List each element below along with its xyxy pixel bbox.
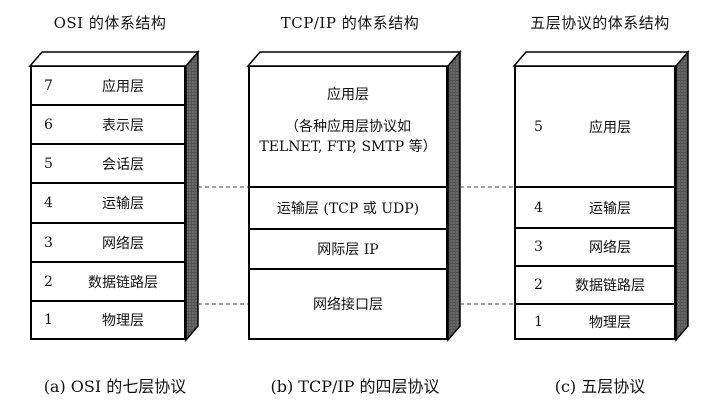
layer-number: 7: [44, 77, 53, 94]
five-layer-3: 3 网络层: [514, 228, 676, 266]
five-layer-title: 五层协议的体系结构: [530, 14, 670, 32]
layer-number: 3: [534, 239, 543, 255]
tcpip-layer-internet: 网际层 IP: [248, 229, 448, 269]
osi-layer-7: 7 应用层: [30, 66, 186, 105]
tcpip-stack: 应用层 （各种应用层协议如 TELNET, FTP, SMTP 等） 运输层 (…: [248, 66, 448, 340]
tcpip-side-face: [447, 49, 461, 343]
five-layer-1: 1 物理层: [514, 304, 676, 340]
layer-name: 物理层: [102, 313, 144, 329]
layer-name: 表示层: [102, 117, 144, 134]
tcpip-top-face: [246, 51, 462, 67]
five-layer-5: 5 应用层: [514, 66, 676, 187]
layer-name: 应用层: [102, 78, 144, 95]
five-top-face: [512, 51, 690, 67]
layer-number: 4: [534, 199, 543, 216]
osi-layer-4: 4 运输层: [30, 183, 186, 223]
layer-note-line1: （各种应用层协议如: [285, 119, 411, 135]
osi-layer-2: 2 数据链路层: [30, 262, 186, 301]
layer-number: 2: [534, 277, 543, 293]
tcpip-caption: (b) TCP/IP 的四层协议: [270, 377, 440, 396]
five-layer-2: 2 数据链路层: [514, 266, 676, 304]
five-layer-stack: 5 应用层 4 运输层 3 网络层 2 数据链路层 1 物理层: [514, 66, 676, 340]
osi-layer-6: 6 表示层: [30, 105, 186, 144]
layer-name: 物理层: [589, 314, 631, 331]
tcpip-title: TCP/IP 的体系结构: [280, 14, 420, 32]
layer-number: 1: [44, 312, 53, 328]
osi-layer-1: 1 物理层: [30, 301, 186, 340]
layer-number: 4: [44, 195, 53, 211]
osi-layer-5: 5 会话层: [30, 144, 186, 183]
osi-top-face: [28, 51, 200, 67]
layer-number: 3: [44, 234, 53, 251]
layer-name: 应用层: [327, 87, 369, 103]
layer-name: 数据链路层: [88, 274, 158, 291]
layer-name: 网络接口层: [313, 297, 383, 313]
layer-name: 会话层: [102, 156, 144, 173]
osi-title: OSI 的体系结构: [53, 14, 167, 32]
layer-name: 应用层: [589, 119, 631, 136]
layer-name: 运输层: [102, 196, 144, 212]
layer-number: 2: [44, 273, 53, 290]
osi-caption: (a) OSI 的七层协议: [43, 377, 187, 396]
five-side-face: [675, 49, 689, 343]
five-layer-caption: (c) 五层协议: [554, 377, 646, 396]
layer-number: 5: [44, 155, 53, 172]
layer-number: 5: [534, 118, 543, 135]
layer-name: 网际层 IP: [317, 242, 379, 258]
osi-side-face: [185, 49, 199, 343]
tcpip-layer-transport: 运输层 (TCP 或 UDP): [248, 187, 448, 229]
tcpip-layer-network-interface: 网络接口层: [248, 269, 448, 340]
tcpip-layer-application: 应用层 （各种应用层协议如 TELNET, FTP, SMTP 等）: [248, 66, 448, 187]
osi-stack: 7 应用层 6 表示层 5 会话层 4 运输层 3 网络层 2 数据链路层 1 …: [30, 66, 186, 340]
layer-number: 6: [44, 116, 53, 133]
layer-number: 1: [534, 313, 543, 330]
layer-name: 数据链路层: [575, 278, 645, 294]
osi-layer-3: 3 网络层: [30, 223, 186, 262]
layer-name: 网络层: [589, 240, 631, 256]
layer-name: 运输层 (TCP 或 UDP): [276, 201, 420, 217]
layer-note-line2: TELNET, FTP, SMTP 等）: [259, 139, 437, 155]
layer-name: 运输层: [589, 200, 631, 217]
layer-name: 网络层: [102, 235, 144, 252]
five-layer-4: 4 运输层: [514, 187, 676, 228]
